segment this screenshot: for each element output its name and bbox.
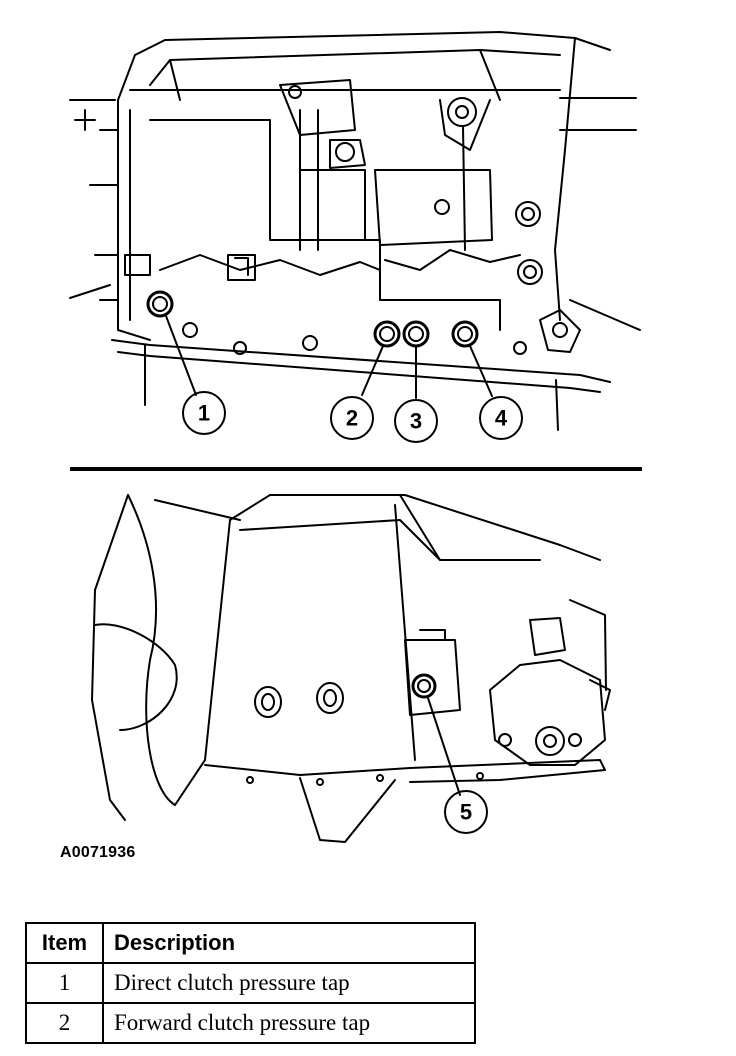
callout-label-2: 2: [346, 406, 358, 431]
callout-label-3: 3: [410, 409, 422, 434]
callout-label-1: 1: [198, 401, 210, 426]
legend-table: Item Description 1 Direct clutch pressur…: [25, 922, 476, 1044]
item-description: Forward clutch pressure tap: [102, 1002, 476, 1044]
callout-circle-4: [479, 396, 523, 440]
callout-label-4: 4: [495, 406, 508, 431]
table-row: 2 Forward clutch pressure tap: [25, 1002, 476, 1044]
figure-id: A0071936: [60, 844, 136, 861]
table-row: 1 Direct clutch pressure tap: [25, 962, 476, 1004]
top-view-drawing: [69, 31, 641, 431]
item-column-header: Item: [25, 922, 104, 964]
item-number: 1: [25, 962, 104, 1004]
callout-label-5: 5: [460, 800, 472, 825]
leader-line-4: [469, 345, 493, 397]
callout-circle-1: [182, 391, 226, 435]
item-description: Direct clutch pressure tap: [102, 962, 476, 1004]
legend-header-row: Item Description: [25, 922, 476, 964]
transmission-illustration: 1 2 3 4 5: [69, 31, 642, 843]
leader-line-5: [427, 697, 461, 796]
callout-circle-2: [330, 396, 374, 440]
bottom-view-drawing: [91, 494, 611, 843]
callout-circle-3: [394, 399, 438, 443]
leader-line-2: [361, 345, 384, 396]
leader-line-1: [165, 315, 197, 396]
item-number: 2: [25, 1002, 104, 1044]
description-column-header: Description: [102, 922, 476, 964]
callout-circle-5: [444, 790, 488, 834]
